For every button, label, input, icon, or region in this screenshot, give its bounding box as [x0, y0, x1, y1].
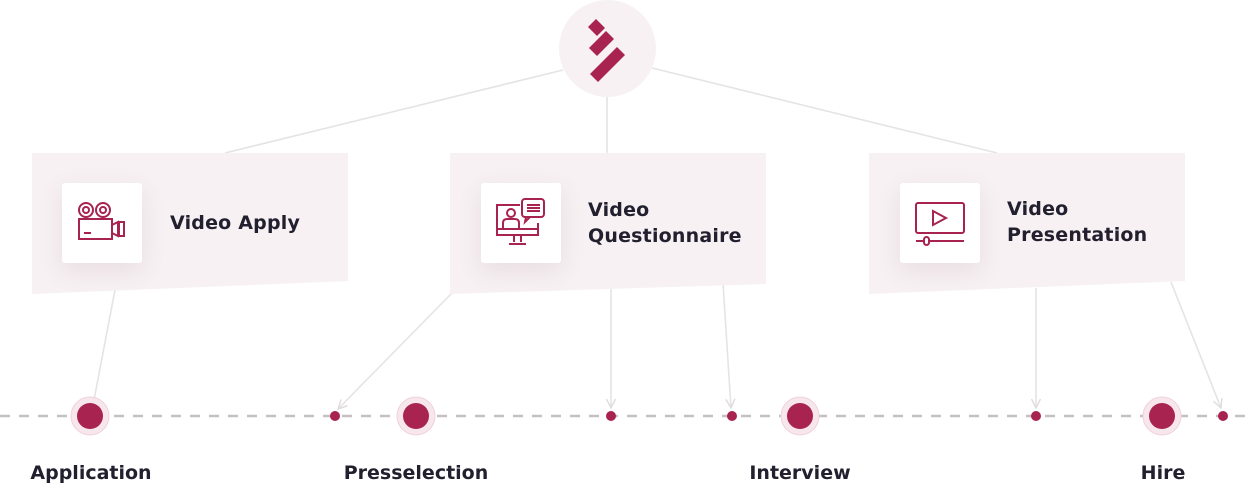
small-timeline-dot: [1218, 411, 1228, 421]
hire-milestone-dot: [1149, 403, 1175, 429]
presselection-milestone-dot: [403, 403, 429, 429]
brand-chevron-logo-icon: [587, 18, 625, 82]
card-1-to-application-line: [93, 289, 116, 401]
interview-milestone-dot: [787, 403, 813, 429]
card-title: Video Apply: [170, 212, 301, 234]
card-3-arrow-2: [1170, 281, 1221, 408]
stage-label-interview: Interview: [749, 462, 851, 484]
card-title-line-2: Presentation: [1007, 224, 1148, 246]
logo-to-card-1-line: [224, 69, 564, 154]
logo-to-card-3-line: [651, 67, 998, 154]
small-timeline-dot: [1031, 411, 1041, 421]
card-title-line-2: Questionnaire: [588, 225, 742, 247]
application-milestone-dot: [77, 403, 103, 429]
card-2-arrow-1: [338, 292, 453, 409]
stage-label-hire: Hire: [1140, 462, 1186, 484]
video-camera-icon: [62, 183, 142, 263]
monitor-chat-icon: [481, 183, 561, 263]
brand-logo: [559, 0, 656, 97]
stage-label-presselection: Presselection: [343, 462, 489, 484]
card-title-line-1: Video: [1007, 198, 1069, 220]
small-timeline-dot: [727, 411, 737, 421]
small-timeline-dot: [606, 411, 616, 421]
card-title-line-1: Video: [588, 199, 650, 221]
small-timeline-dot: [330, 411, 340, 421]
stage-label-application: Application: [30, 462, 152, 484]
video-player-icon: [900, 183, 980, 263]
card-2-arrow-3: [722, 282, 731, 408]
